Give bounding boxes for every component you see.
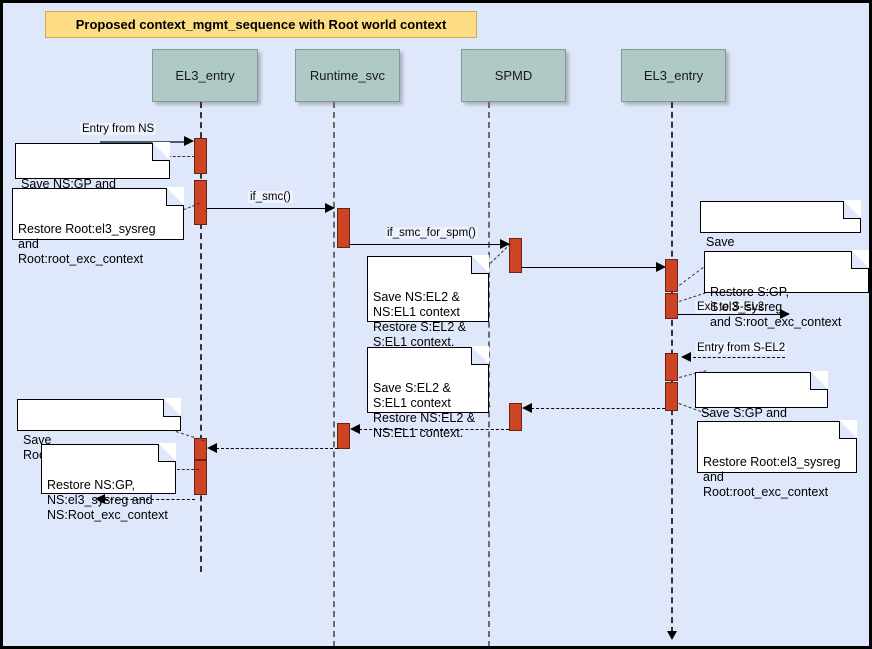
lifeline-head-label: Runtime_svc [309,68,386,83]
note-text: Restore Root:el3_sysreg and Root:root_ex… [18,222,156,266]
note-text: Restore NS:GP, NS:el3_sysreg and NS:Root… [47,478,168,522]
note-restore-root-el3-sysreg-right: Restore Root:el3_sysreg and Root:root_ex… [697,420,857,499]
activation-bar [337,208,350,248]
message-label-if-smc-for-spm: if_smc_for_spm() [385,227,478,239]
note-save-s-el2: Save S:EL2 & S:EL1 context Restore NS:EL… [367,346,489,440]
lifeline-el3-entry-left [200,102,202,572]
message-line-runtime-to-el3-return [216,448,338,449]
message-line-if-smc [207,208,325,209]
lifeline-head-el3-entry-right[interactable]: EL3_entry [621,49,726,102]
lifeline-head-label: SPMD [494,68,533,83]
arrowhead-icon [207,443,217,453]
note-fold-corner-icon [152,142,170,161]
note-restore-root-el3-sysreg: Restore Root:el3_sysreg and Root:root_ex… [12,187,184,266]
note-anchor [679,266,704,286]
arrowhead-icon [656,262,666,272]
note-fold-corner-icon [471,346,489,365]
arrowhead-icon [350,424,360,434]
message-line-exit-to-sel2 [678,314,782,315]
activation-bar [665,382,678,411]
note-text: Save NS:EL2 & NS:EL1 context Restore S:E… [373,290,467,349]
activation-bar [665,259,678,292]
activation-bar [337,423,350,449]
note-save-root-exc-context-right: Save Root:root_exc_context [700,200,861,264]
message-line-entry-from-ns [100,141,186,143]
note-text: Save S:EL2 & S:EL1 context Restore NS:EL… [373,381,476,440]
lifeline-head-runtime-svc[interactable]: Runtime_svc [295,49,400,102]
note-anchor [163,156,195,157]
activation-bar [665,353,678,381]
message-label-entry-from-ns: Entry from NS [80,123,157,135]
note-text: Restore Root:el3_sysreg and Root:root_ex… [703,455,841,499]
lifeline-head-el3-entry-left[interactable]: EL3_entry [152,49,258,102]
message-line-spmd-to-runtime-return [359,429,509,430]
note-fold-corner-icon [851,250,869,269]
activation-bar [194,138,207,174]
activation-bar [509,238,522,273]
note-fold-corner-icon [163,398,181,417]
message-line-el3-to-spmd-return [531,408,665,409]
lifeline-head-label: EL3_entry [175,68,235,83]
message-line-spmd-to-el3 [522,267,658,268]
note-save-ns-el2: Save NS:EL2 & NS:EL1 context Restore S:E… [367,255,489,349]
note-save-s-gp: Save S:GP and S:root_exc_context [695,371,828,435]
note-restore-ns-gp: Restore NS:GP, NS:el3_sysreg and NS:Root… [41,443,176,522]
activation-bar [665,293,678,319]
message-label-exit-to-sel2: Exit to S-EL2 [695,301,767,313]
lifeline-head-spmd[interactable]: SPMD [461,49,566,102]
lifeline-runtime-svc [333,102,335,646]
diagram-title-banner: Proposed context_mgmt_sequence with Root… [45,11,477,38]
arrowhead-icon [325,203,335,213]
note-anchor [177,469,199,470]
message-label-entry-from-sel2: Entry from S-EL2 [695,342,788,354]
message-label-if-smc: if_smc() [248,191,293,203]
message-line-if-smc-for-spm [350,244,502,245]
note-fold-corner-icon [839,420,857,439]
lifeline-head-label: EL3_entry [643,68,704,83]
arrowhead-icon [780,309,790,319]
arrowhead-icon [522,403,532,413]
note-fold-corner-icon [471,255,489,274]
note-text: Restore S:GP, S:el3_sysreg and S:root_ex… [710,285,842,329]
activation-bar [194,460,207,495]
arrowhead-icon [500,239,510,249]
activation-bar [194,438,207,460]
note-fold-corner-icon [158,443,176,462]
note-fold-corner-icon [166,187,184,206]
note-fold-corner-icon [843,200,861,219]
activation-bar [509,403,522,431]
note-save-ns-gp: Save NS:GP and NS:Root_exc_context [15,142,170,206]
note-fold-corner-icon [810,371,828,390]
lifeline-spmd [488,102,490,646]
arrowhead-icon [184,136,194,146]
note-restore-s-gp: Restore S:GP, S:el3_sysreg and S:root_ex… [704,250,869,329]
note-save-root-exc-context-left: Save Root:root_exc_context [17,398,181,462]
message-line-entry-from-sel2 [693,357,785,358]
message-line-el3-exit-return [105,499,195,500]
arrowhead-icon [681,352,691,362]
arrowhead-icon [95,494,105,504]
lifeline-end-arrow-icon [667,631,677,640]
activation-bar [194,180,207,225]
